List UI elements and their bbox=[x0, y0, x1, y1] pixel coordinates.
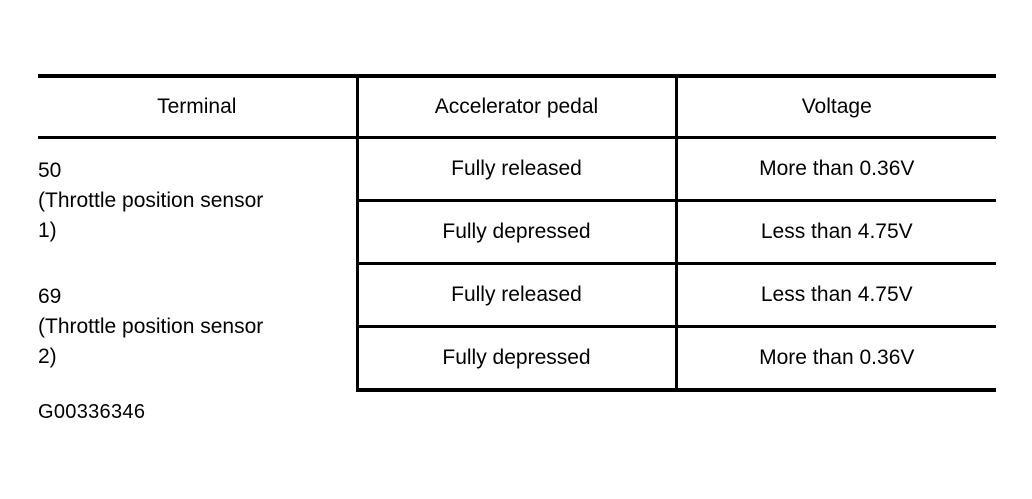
column-header-accelerator-pedal: Accelerator pedal bbox=[357, 74, 678, 139]
table-row: Fully depressed More than 0.36V bbox=[38, 326, 996, 392]
table-row: 50 (Throttle position sensor 1) Fully re… bbox=[38, 137, 996, 264]
voltage-value-cell: More than 0.36V bbox=[676, 137, 996, 202]
column-header-voltage: Voltage bbox=[676, 74, 996, 139]
terminal-description-line-1: (Throttle position sensor bbox=[38, 189, 264, 213]
pedal-state-cell: Fully released bbox=[357, 137, 678, 202]
column-header-terminal: Terminal bbox=[38, 74, 359, 139]
terminal-number: 50 bbox=[38, 159, 62, 183]
terminal-description-line-1: (Throttle position sensor bbox=[38, 314, 264, 338]
figure-caption: G00336346 bbox=[38, 401, 146, 423]
terminal-description-line-2: 2) bbox=[38, 344, 57, 368]
terminal-cell-69: 69 (Throttle position sensor 2) bbox=[38, 263, 359, 390]
voltage-value-cell: Less than 4.75V bbox=[676, 263, 996, 328]
voltage-value-cell: Less than 4.75V bbox=[676, 200, 996, 265]
voltage-value-cell: More than 0.36V bbox=[676, 326, 996, 392]
pedal-state-cell: Fully depressed bbox=[357, 326, 678, 392]
pedal-state-cell: Fully depressed bbox=[357, 200, 678, 265]
terminal-description-line-2: 1) bbox=[38, 219, 57, 243]
table-row: Fully depressed Less than 4.75V bbox=[38, 200, 996, 265]
terminal-number: 69 bbox=[38, 284, 62, 308]
table-header-row: Terminal Accelerator pedal Voltage bbox=[38, 74, 996, 139]
pedal-state-cell: Fully released bbox=[357, 263, 678, 328]
terminal-voltage-table: Terminal Accelerator pedal Voltage 50 (T… bbox=[38, 74, 996, 392]
terminal-cell-50: 50 (Throttle position sensor 1) bbox=[38, 137, 359, 264]
table-row: 69 (Throttle position sensor 2) Fully re… bbox=[38, 263, 996, 390]
